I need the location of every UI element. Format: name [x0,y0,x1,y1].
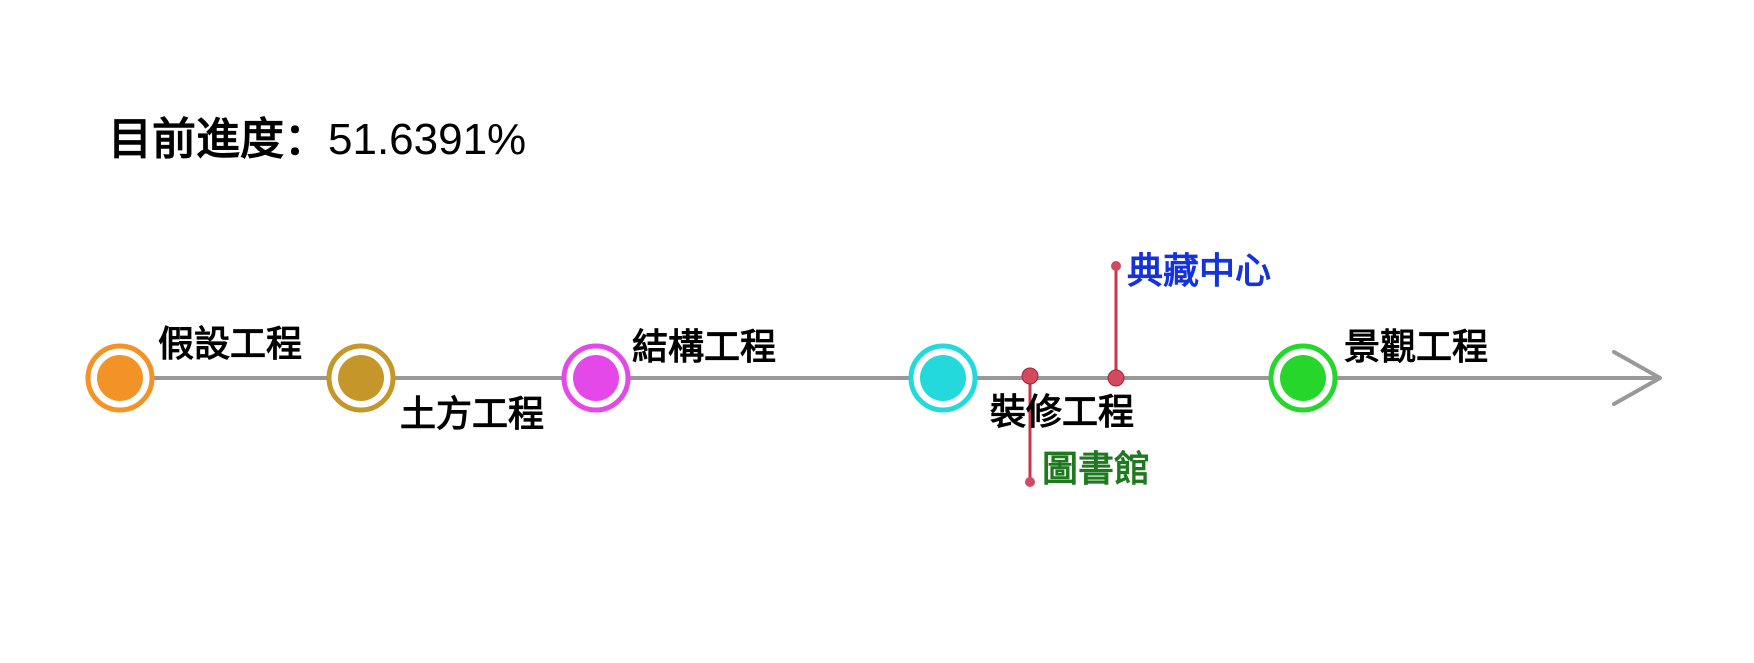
timeline-arrowhead [1612,350,1662,406]
stage-node-landscape [1268,343,1338,413]
stage-dot-earthwork [338,355,384,401]
marker-label-library: 圖書館 [1042,449,1151,490]
stage-node-earthwork [326,343,396,413]
progress-value: 51.6391% [328,115,527,164]
stage-dot-finishing [920,355,966,401]
stage-dot-landscape [1280,355,1326,401]
pin-head-archives-axis [1107,369,1125,387]
pin-head-library-bottom [1025,477,1035,487]
stage-node-temporary [85,343,155,413]
stage-dot-structure [573,355,619,401]
stage-node-finishing [908,343,978,413]
stage-node-structure [561,343,631,413]
stage-label-landscape: 景觀工程 [1344,327,1489,368]
pin-head-archives-top [1111,261,1121,271]
progress-readout: 目前進度：51.6391% [108,118,526,162]
marker-label-archives: 典藏中心 [1127,251,1272,292]
progress-label: 目前進度： [108,114,328,165]
stage-label-temporary: 假設工程 [158,324,303,365]
stage-dot-temporary [97,355,143,401]
pin-head-library-axis [1021,367,1039,385]
stage-label-structure: 結構工程 [632,327,777,368]
stage-label-finishing: 裝修工程 [990,392,1135,433]
stage-label-earthwork: 土方工程 [400,394,545,435]
